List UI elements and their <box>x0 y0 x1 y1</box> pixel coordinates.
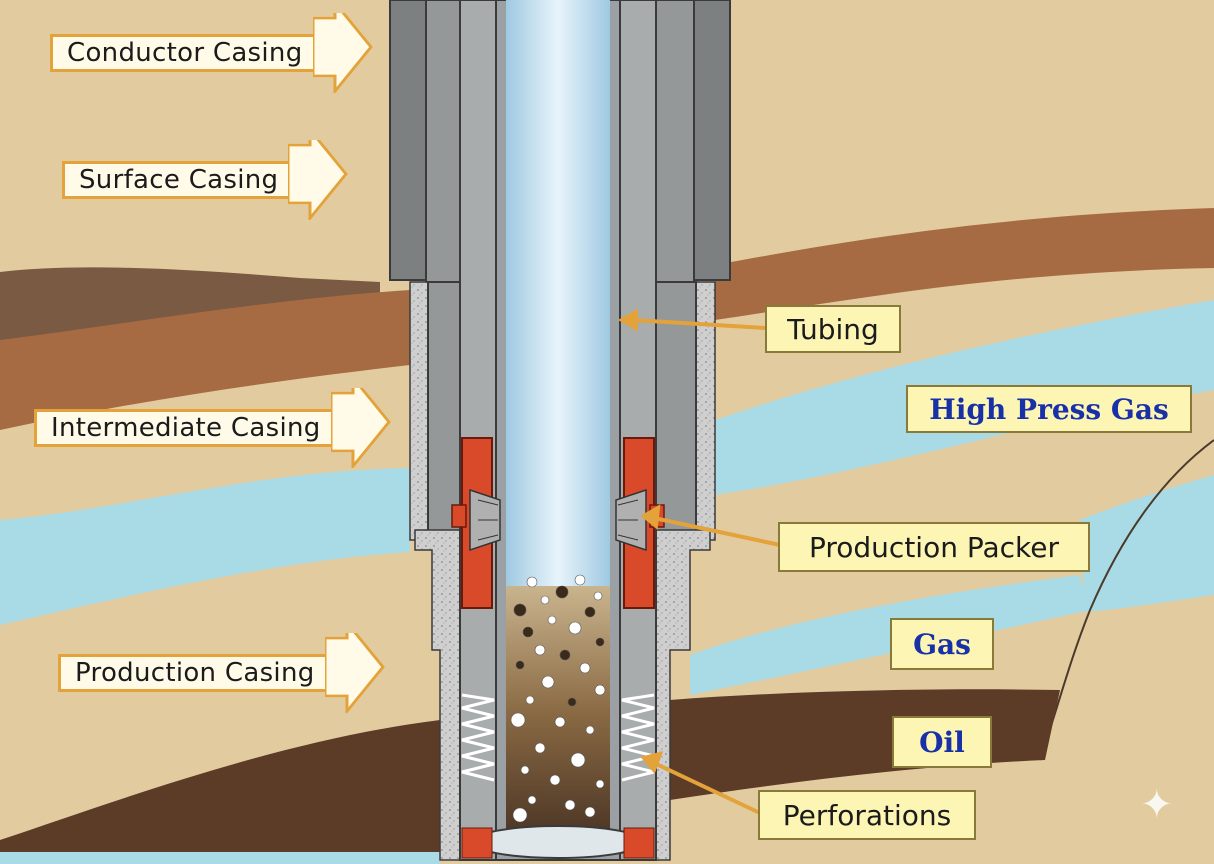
bubble <box>554 716 566 728</box>
bubble <box>593 591 603 601</box>
fault-line <box>1039 439 1214 761</box>
perforations-callout: Perforations <box>758 790 976 840</box>
casing-shoe-right <box>623 827 655 859</box>
brown-layer-left <box>0 290 410 430</box>
arrow-right-icon <box>330 388 391 468</box>
intermediate-casing-text: Intermediate Casing <box>51 413 321 443</box>
gas-zone-label: Gas <box>890 618 994 670</box>
dark-rock-layer-bottom <box>0 720 440 864</box>
water-bottom-strip <box>0 852 440 864</box>
gas-layer-fault-block <box>1080 475 1214 612</box>
bubble <box>595 779 605 789</box>
bubble <box>595 637 605 647</box>
bubble <box>567 697 577 707</box>
surface-casing-text: Surface Casing <box>79 165 279 195</box>
high-press-gas-zone-label: High Press Gas <box>906 385 1192 433</box>
bubble <box>527 795 537 805</box>
arrow-right-icon <box>288 140 349 220</box>
bubble <box>534 644 546 656</box>
bubble <box>513 603 527 617</box>
intermediate-casing-label: Intermediate Casing <box>34 388 391 468</box>
bubble <box>526 576 538 588</box>
bubble <box>510 712 526 728</box>
tubing-bottom-opening <box>471 825 645 859</box>
perforations-right <box>621 693 655 782</box>
bubble <box>564 799 576 811</box>
conductor-casing-label: Conductor Casing <box>50 13 373 93</box>
tubing-callout: Tubing <box>765 305 901 353</box>
bubble <box>555 585 569 599</box>
bubble <box>584 606 596 618</box>
bubble <box>585 725 595 735</box>
dark-rock-layer-left <box>0 267 380 345</box>
casing-shoe-left <box>461 827 493 859</box>
gas-bubbles <box>510 574 606 823</box>
bubble <box>515 660 525 670</box>
sparkle-icon: ✦ <box>1140 782 1174 828</box>
bubble <box>512 807 528 823</box>
leader-lines <box>617 308 781 816</box>
bubble <box>574 574 586 586</box>
bubble <box>520 765 530 775</box>
arrow-right-icon <box>324 633 385 713</box>
bubble <box>540 595 550 605</box>
production-casing-text: Production Casing <box>75 658 315 688</box>
production-casing-label: Production Casing <box>58 633 385 713</box>
bubble <box>549 774 561 786</box>
conductor-casing-text: Conductor Casing <box>67 38 303 68</box>
produced-fluid <box>506 586 610 840</box>
bubble <box>525 695 535 705</box>
arrow-right-icon <box>312 13 373 93</box>
bubble <box>534 742 546 754</box>
oil-zone-label: Oil <box>892 716 992 768</box>
bubble <box>522 626 534 638</box>
bubble <box>559 649 571 661</box>
perforations-left <box>461 693 495 782</box>
bubble <box>570 752 586 768</box>
bubble <box>579 662 591 674</box>
production-packer-left <box>451 437 501 609</box>
tubing-bore <box>506 0 610 590</box>
production-packer-callout: Production Packer <box>778 522 1090 572</box>
surface-casing-label: Surface Casing <box>62 140 349 220</box>
water-layer-left <box>0 468 410 625</box>
bubble <box>541 675 555 689</box>
bubble <box>594 684 606 696</box>
bubble <box>547 615 557 625</box>
brown-layer-right <box>715 208 1214 320</box>
bubble <box>584 806 596 818</box>
bubble <box>568 621 582 635</box>
